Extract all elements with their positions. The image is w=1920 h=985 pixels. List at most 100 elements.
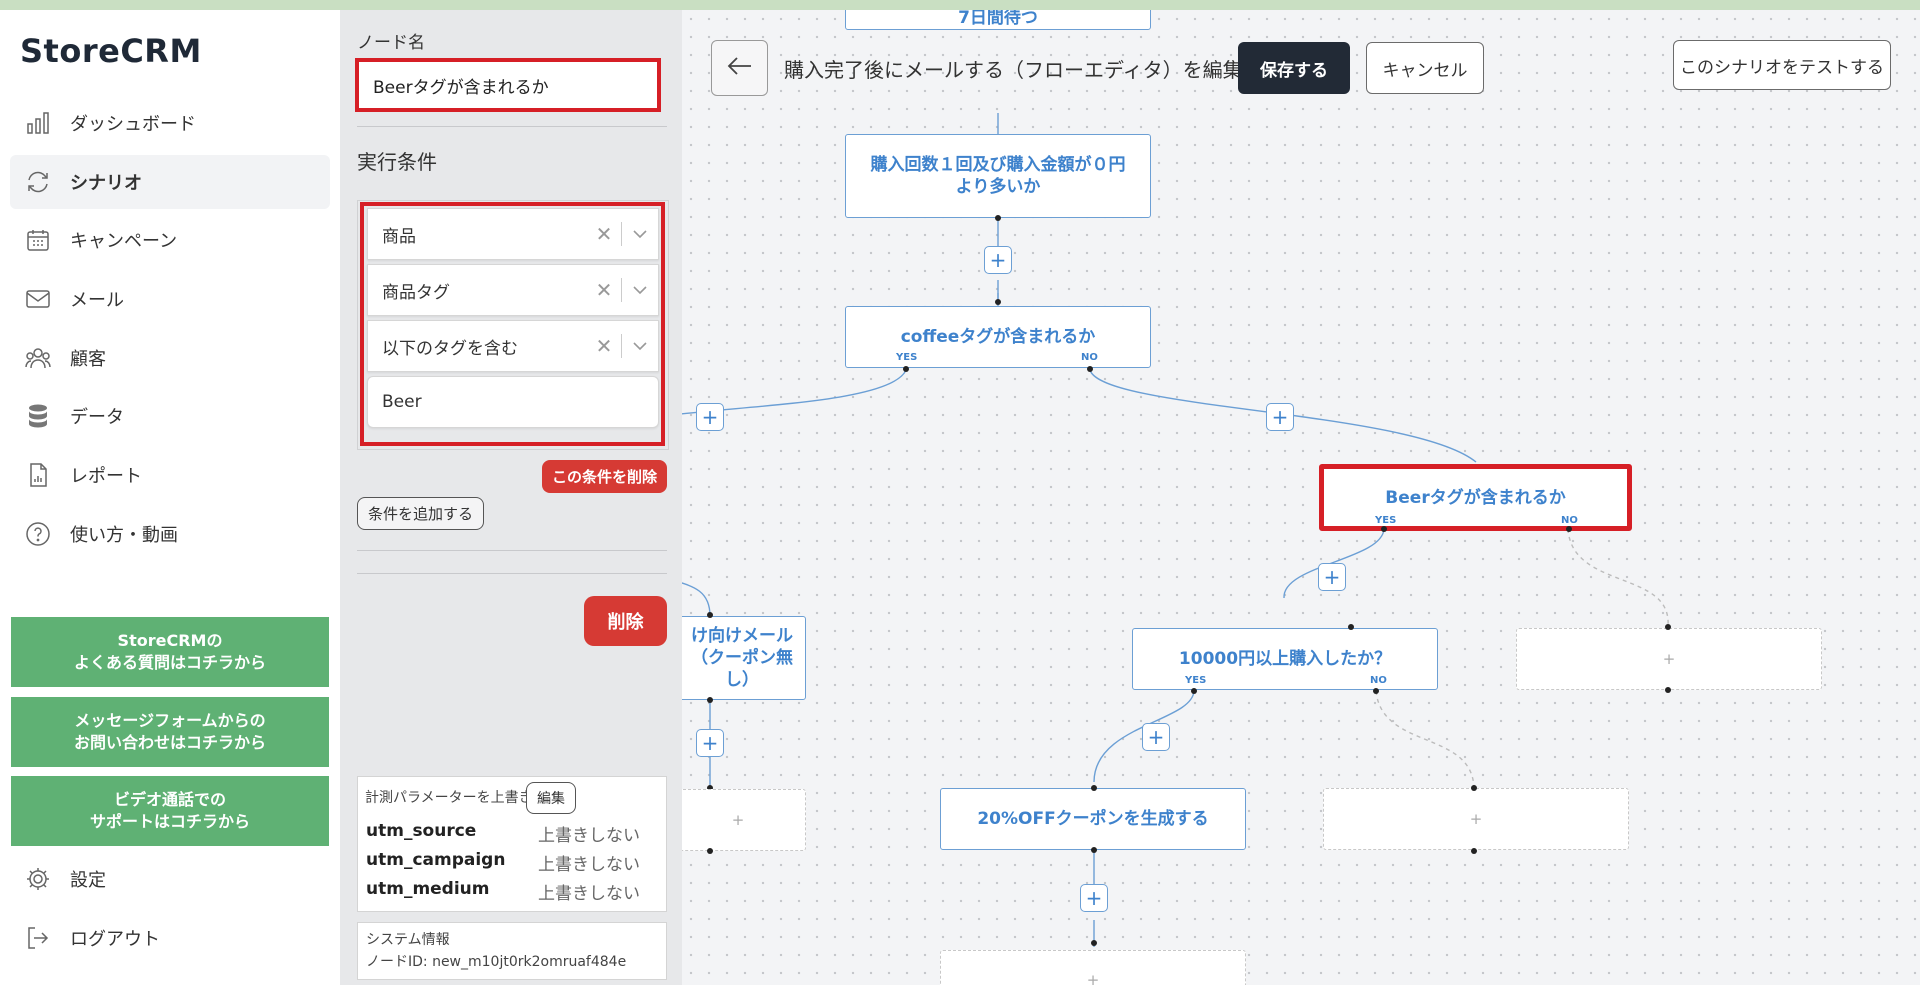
flow-node-mail-left[interactable]: け向けメール（クーポン無し）: [682, 616, 806, 700]
select-separator: [621, 334, 622, 358]
sidebar: StoreCRM ダッシュボード シナリオ キャンペーン メール 顧客 データ …: [0, 10, 340, 985]
utm-value: 上書きしない: [538, 884, 640, 904]
tag-value-input[interactable]: Beer: [367, 376, 659, 428]
node-name-input[interactable]: [359, 62, 657, 108]
connector-dot: [1471, 848, 1477, 854]
flow-node-label: 20%OFFクーポンを生成する: [977, 809, 1209, 829]
contact-button-line1: メッセージフォームからの: [74, 711, 266, 730]
contact-form-button[interactable]: メッセージフォームからの お問い合わせはコチラから: [11, 697, 329, 767]
sidebar-item-label: キャンペーン: [70, 231, 178, 253]
condition-select-operator[interactable]: 以下のタグを含む ✕: [367, 320, 659, 372]
utm-key: utm_campaign: [366, 850, 506, 870]
divider: [357, 573, 667, 574]
condition-select-target[interactable]: 商品 ✕: [367, 208, 659, 260]
sidebar-item-label: データ: [70, 407, 124, 429]
connector-dot: [1373, 688, 1379, 694]
clear-icon[interactable]: ✕: [595, 278, 613, 302]
sidebar-item-report[interactable]: レポート: [10, 448, 330, 502]
condition-select-field[interactable]: 商品タグ ✕: [367, 264, 659, 316]
logout-icon: [24, 924, 52, 952]
back-button[interactable]: [711, 40, 768, 96]
sidebar-item-data[interactable]: データ: [10, 389, 330, 443]
sidebar-item-campaign[interactable]: キャンペーン: [10, 213, 330, 267]
add-node-plus-button[interactable]: +: [1142, 723, 1170, 751]
connector-dot: [1348, 624, 1354, 630]
sidebar-item-label: シナリオ: [70, 172, 142, 194]
flow-node-label: 10000円以上購入したか？: [1178, 649, 1392, 669]
no-label: NO: [1370, 675, 1387, 686]
add-node-plus-button[interactable]: +: [696, 729, 724, 757]
connector-dot: [1381, 526, 1387, 532]
save-button[interactable]: 保存する: [1238, 42, 1350, 94]
chevron-down-icon[interactable]: [622, 285, 658, 295]
connector-dot: [1471, 785, 1477, 791]
chevron-down-icon[interactable]: [622, 229, 658, 239]
clear-icon[interactable]: ✕: [595, 222, 613, 246]
flow-node-amount[interactable]: 10000円以上購入したか？: [1132, 628, 1438, 690]
add-node-plus-button[interactable]: +: [1080, 884, 1108, 912]
mail-icon: [24, 285, 52, 313]
node-editor-panel: ノード名 実行条件 商品 ✕ 商品タグ ✕ 以下のタグを含む ✕ Beer この…: [340, 10, 682, 985]
flow-node-coupon[interactable]: 20%OFFクーポンを生成する: [940, 788, 1246, 850]
faq-button-line2: よくある質問はコチラから: [73, 653, 266, 672]
add-node-plus-button[interactable]: +: [696, 403, 724, 431]
flow-node-empty[interactable]: +: [940, 950, 1246, 985]
users-icon: [24, 344, 52, 372]
delete-node-button[interactable]: 削除: [584, 596, 667, 646]
flow-node-label: coffeeタグが含まれるか: [900, 327, 1096, 347]
flow-node-empty[interactable]: +: [1516, 628, 1822, 690]
gear-icon: [24, 865, 52, 893]
flow-node-empty[interactable]: +: [1323, 788, 1629, 850]
sidebar-item-scenario[interactable]: シナリオ: [10, 154, 330, 209]
add-node-plus-button[interactable]: +: [984, 246, 1012, 274]
sidebar-item-label: 設定: [70, 870, 106, 891]
node-name-field-highlight: [355, 58, 661, 112]
sidebar-item-logout[interactable]: ログアウト: [10, 911, 330, 965]
connector-dot: [707, 612, 713, 618]
sidebar-item-dashboard[interactable]: ダッシュボード: [10, 96, 330, 150]
test-scenario-button[interactable]: このシナリオをテストする: [1673, 40, 1891, 90]
sidebar-item-label: 顧客: [70, 348, 106, 370]
video-support-button[interactable]: ビデオ通話での サポートはコチラから: [11, 776, 329, 846]
flow-node-label: 購入回数１回及び購入金額が０円より多いか: [870, 155, 1126, 197]
sidebar-item-mail[interactable]: メール: [10, 272, 330, 326]
connector-dot: [707, 848, 713, 854]
video-button-line2: サポートはコチラから: [89, 812, 250, 831]
connector-dot: [1665, 624, 1671, 630]
connector-dot: [995, 299, 1001, 305]
connector-dot: [903, 366, 909, 372]
sidebar-bottom-nav: 設定 ログアウト: [10, 852, 330, 969]
sidebar-item-settings[interactable]: 設定: [10, 852, 330, 906]
sidebar-item-customers[interactable]: 顧客: [10, 331, 330, 385]
flow-node-empty[interactable]: +: [682, 789, 806, 851]
flow-node-wait[interactable]: 7日間待つ: [845, 10, 1151, 30]
chevron-down-icon[interactable]: [622, 341, 658, 351]
sidebar-item-help[interactable]: 使い方・動画: [10, 507, 330, 561]
select-value: 以下のタグを含む: [382, 338, 518, 359]
conditions-highlight-frame: [360, 202, 665, 446]
flow-node-coffee[interactable]: coffeeタグが含まれるか: [845, 306, 1151, 368]
add-node-plus-button[interactable]: +: [1318, 563, 1346, 591]
delete-condition-button[interactable]: この条件を削除: [542, 460, 668, 493]
utm-edit-button[interactable]: 編集: [526, 782, 576, 814]
faq-button[interactable]: StoreCRMの よくある質問はコチラから: [11, 617, 329, 687]
clear-icon[interactable]: ✕: [595, 334, 613, 358]
sidebar-item-label: メール: [70, 290, 124, 312]
add-node-plus-button[interactable]: +: [1266, 403, 1294, 431]
flow-canvas[interactable]: 7日間待つ 購入回数１回及び購入金額が０円より多いか + coffeeタグが含ま…: [682, 10, 1920, 985]
bar-chart-icon: [24, 109, 52, 137]
cancel-button[interactable]: キャンセル: [1366, 42, 1484, 94]
connector-dot: [707, 785, 713, 791]
sidebar-item-label: レポート: [70, 466, 142, 488]
connector-dot: [1091, 847, 1097, 853]
node-name-label: ノード名: [357, 33, 425, 53]
add-condition-button[interactable]: 条件を追加する: [357, 497, 485, 530]
select-separator: [621, 278, 622, 302]
flow-node-purchase-check[interactable]: 購入回数１回及び購入金額が０円より多いか: [845, 134, 1151, 218]
report-icon: [24, 461, 52, 489]
connector-dot: [1665, 687, 1671, 693]
connector-dot: [1566, 526, 1572, 532]
flow-node-beer-selected[interactable]: Beerタグが含まれるか: [1319, 464, 1632, 531]
